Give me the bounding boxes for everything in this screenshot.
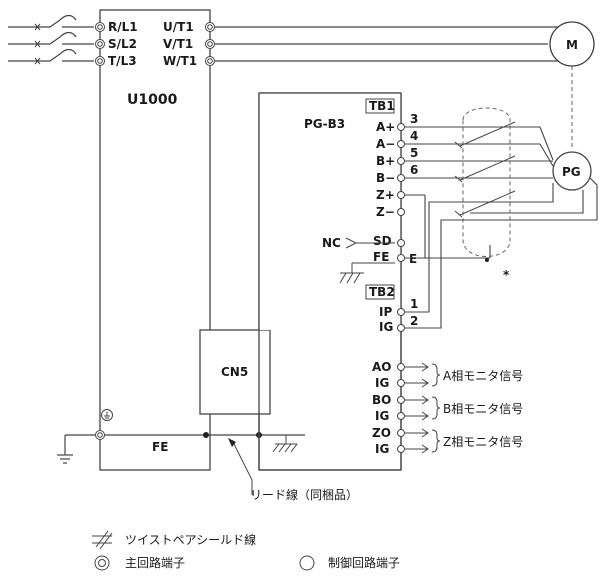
inverter-label: U1000: [127, 92, 178, 108]
twisted-pair-marks: [454, 121, 516, 218]
terminal-ig-b: IG: [375, 409, 389, 423]
control-terminal-legend-icon: [299, 555, 315, 571]
tb2-box: [365, 284, 395, 300]
lead-wire-label: リード線（同梱品）: [250, 487, 358, 502]
nc-label: NC: [322, 236, 341, 250]
encoder-label: PG: [562, 165, 581, 179]
terminal-v-t1: V/T1: [163, 37, 193, 51]
tb2-label: TB2: [369, 285, 395, 299]
terminal-s-l2: S/L2: [108, 37, 137, 51]
chassis-ground-icon: [272, 443, 298, 453]
control-terminals-tb2: [397, 308, 405, 332]
control-terminals-monitor: [397, 363, 405, 453]
tb1-label: TB1: [369, 99, 395, 113]
tb1-box: [365, 98, 395, 114]
terminal-r-l1: R/L1: [108, 20, 138, 34]
terminal-a-plus: A+: [376, 120, 395, 134]
terminal-ig-z: IG: [375, 442, 389, 456]
tb2-wires: [405, 177, 598, 329]
cable-shield: [462, 107, 511, 257]
wire-number-1: 1: [410, 297, 418, 311]
input-lines: [8, 14, 94, 62]
encoder-circle: [552, 151, 592, 191]
terminal-w-t1: W/T1: [163, 54, 197, 68]
legend-twisted-pair: ツイストペアシールド線: [125, 532, 256, 547]
terminal-ig-a: IG: [375, 376, 389, 390]
output-lines: [215, 26, 560, 62]
terminal-z-minus: Z−: [376, 205, 395, 219]
cn5-connector: [199, 329, 271, 415]
shield-drain-dot: [485, 258, 489, 262]
control-terminals-tb1: [397, 123, 405, 262]
z-phase-monitor-signal: Z相モニタ信号: [443, 435, 523, 449]
terminal-b-minus: B−: [376, 171, 395, 185]
motor-label: M: [566, 38, 578, 52]
terminal-bo: BO: [372, 393, 391, 407]
terminal-ao: AO: [372, 360, 392, 374]
terminal-z-plus: Z+: [376, 188, 395, 202]
wire-number-6: 6: [410, 163, 418, 177]
tb1-wires: [405, 126, 584, 259]
terminal-u-t1: U/T1: [163, 20, 194, 34]
wire-number-4: 4: [410, 129, 418, 143]
cn5-label: CN5: [221, 365, 248, 379]
wire-number-2: 2: [410, 314, 418, 328]
terminal-t-l3: T/L3: [108, 54, 137, 68]
terminal-ig: IG: [379, 320, 393, 334]
terminal-ip: IP: [379, 305, 392, 319]
legend-control-circuit: 制御回路端子: [328, 555, 400, 570]
terminal-zo: ZO: [372, 426, 391, 440]
inverter-fe-label: FE: [152, 440, 168, 454]
wire-number-3: 3: [410, 112, 418, 126]
inverter-box: [99, 9, 211, 471]
main-terminals: [95, 22, 215, 440]
terminal-fe: FE: [373, 250, 389, 264]
b-phase-monitor-signal: B相モニタ信号: [443, 402, 523, 416]
twisted-pair-legend-icon: [92, 530, 113, 550]
terminal-b-plus: B+: [376, 154, 395, 168]
option-card-label: PG-B3: [304, 117, 345, 131]
breaker-marks: [34, 23, 41, 65]
a-phase-monitor-signal: A相モニタ信号: [443, 369, 523, 383]
fe-junction-1: [203, 432, 209, 438]
wire-number-5: 5: [410, 146, 418, 160]
monitor-arrows: [405, 362, 441, 454]
terminal-sd: SD: [373, 234, 392, 248]
terminal-a-minus: A−: [376, 137, 395, 151]
legend-main-circuit: 主回路端子: [125, 555, 185, 570]
e-label: E: [409, 252, 417, 266]
asterisk-note: *: [503, 268, 510, 282]
earth-ground-icon: [57, 454, 73, 464]
earth-line: [64, 434, 96, 455]
lead-wire-arrow: [231, 439, 253, 481]
fe-ground-icon: [339, 262, 395, 284]
